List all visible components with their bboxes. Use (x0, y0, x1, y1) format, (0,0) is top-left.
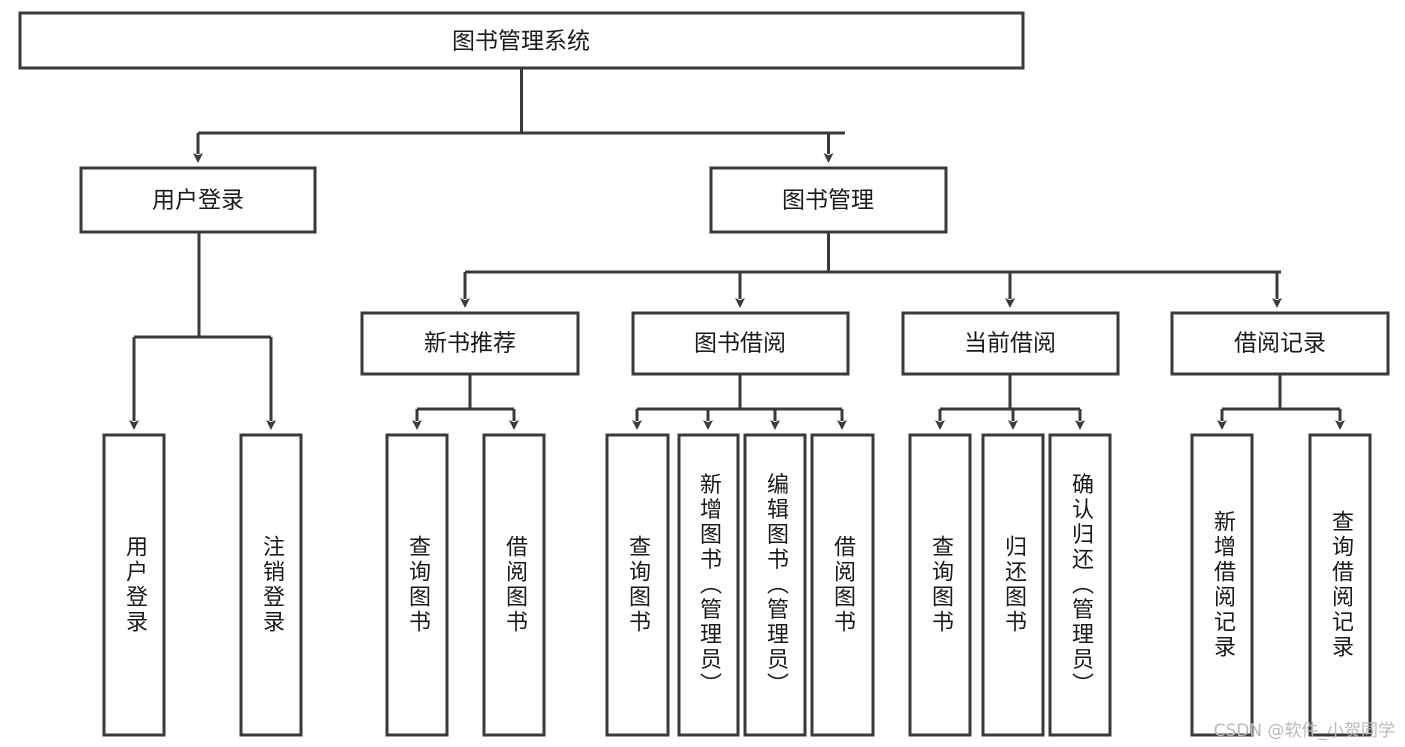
connector-borrow-record-to-leaves (1217, 374, 1345, 430)
node-book-borrow[interactable]: 图书借阅 (631, 311, 850, 376)
leaf-add-borrow-record-label: 新增借阅记录 (1210, 510, 1236, 660)
leaf-confirm-return-admin[interactable]: 确认归还（管理员） (1048, 433, 1112, 737)
leaf-add-borrow-record-box[interactable] (1190, 433, 1254, 737)
node-book-borrow-label: 图书借阅 (694, 331, 786, 357)
node-new-book-recommend-box[interactable] (360, 311, 580, 376)
leaf-borrow-book-rec[interactable]: 借阅图书 (482, 433, 546, 737)
leaf-borrow-book-label: 借阅图书 (830, 535, 856, 635)
node-root-label: 图书管理系统 (452, 29, 590, 55)
leaf-borrow-book-rec-box[interactable] (482, 433, 546, 737)
leaf-user-login[interactable]: 用户登录 (102, 433, 166, 737)
leaf-edit-book-admin-box[interactable] (743, 433, 807, 737)
leaf-return-book-label: 归还图书 (1001, 535, 1027, 635)
node-user-login-box[interactable] (79, 166, 317, 234)
node-book-borrow-box[interactable] (631, 311, 850, 376)
leaf-add-book-admin-box[interactable] (677, 433, 740, 737)
leaf-edit-book-admin-label: 编辑图书（管理员） (763, 473, 789, 698)
connector-book-borrow-to-leaves (632, 374, 847, 430)
leaf-return-book[interactable]: 归还图书 (981, 433, 1045, 737)
leaf-edit-book-admin[interactable]: 编辑图书（管理员） (743, 433, 807, 737)
leaf-query-borrow-record-box[interactable] (1308, 433, 1372, 737)
leaf-confirm-return-admin-box[interactable] (1048, 433, 1112, 737)
node-new-book-recommend-label: 新书推荐 (424, 331, 516, 357)
node-current-borrow-box[interactable] (901, 311, 1120, 376)
leaf-logout-label: 注销登录 (259, 535, 285, 635)
connector-root-to-level2 (193, 68, 845, 163)
leaf-query-book-rec-box[interactable] (385, 433, 449, 737)
leaf-borrow-book[interactable]: 借阅图书 (810, 433, 875, 737)
csdn-watermark: CSDN @软件_小贺同学 (1213, 721, 1395, 741)
leaf-query-book-current-label: 查询图书 (928, 535, 954, 635)
leaf-query-book-current-box[interactable] (908, 433, 972, 737)
leaf-borrow-book-rec-label: 借阅图书 (502, 535, 528, 635)
leaf-query-book-rec[interactable]: 查询图书 (385, 433, 449, 737)
node-borrow-record-label: 借阅记录 (1234, 331, 1326, 357)
leaf-query-book-rec-label: 查询图书 (405, 535, 431, 635)
connector-current-borrow-to-leaves (935, 374, 1085, 430)
node-borrow-record-box[interactable] (1170, 311, 1390, 376)
leaf-borrow-book-box[interactable] (810, 433, 875, 737)
node-root[interactable]: 图书管理系统 (18, 11, 1025, 70)
node-user-login[interactable]: 用户登录 (79, 166, 317, 234)
leaf-query-book-borrow-label: 查询图书 (625, 535, 651, 635)
node-new-book-recommend[interactable]: 新书推荐 (360, 311, 580, 376)
leaf-logout[interactable]: 注销登录 (239, 433, 303, 737)
node-book-management[interactable]: 图书管理 (709, 166, 948, 234)
leaf-query-borrow-record[interactable]: 查询借阅记录 (1308, 433, 1372, 737)
leaf-user-login-box[interactable] (102, 433, 166, 737)
leaf-query-book-borrow[interactable]: 查询图书 (605, 433, 670, 737)
leaf-return-book-box[interactable] (981, 433, 1045, 737)
leaf-query-borrow-record-label: 查询借阅记录 (1328, 510, 1354, 660)
connector-new-book-rec-to-leaves (412, 374, 519, 430)
leaf-logout-box[interactable] (239, 433, 303, 737)
leaf-add-book-admin[interactable]: 新增图书（管理员） (677, 433, 740, 737)
leaf-confirm-return-admin-label: 确认归还（管理员） (1068, 473, 1094, 698)
leaf-user-login-label: 用户登录 (122, 535, 148, 635)
leaf-add-book-admin-label: 新增图书（管理员） (696, 473, 722, 698)
node-current-borrow[interactable]: 当前借阅 (901, 311, 1120, 376)
connector-book-mgmt-to-level3 (460, 232, 1282, 308)
node-user-login-label: 用户登录 (152, 188, 244, 214)
connector-user-login-to-leaves (129, 232, 276, 430)
leaf-query-book-current[interactable]: 查询图书 (908, 433, 972, 737)
node-current-borrow-label: 当前借阅 (964, 331, 1056, 357)
leaf-query-book-borrow-box[interactable] (605, 433, 670, 737)
node-book-management-label: 图书管理 (782, 188, 874, 214)
node-root-box[interactable] (18, 11, 1025, 70)
leaf-add-borrow-record[interactable]: 新增借阅记录 (1190, 433, 1254, 737)
node-book-management-box[interactable] (709, 166, 948, 234)
node-borrow-record[interactable]: 借阅记录 (1170, 311, 1390, 376)
